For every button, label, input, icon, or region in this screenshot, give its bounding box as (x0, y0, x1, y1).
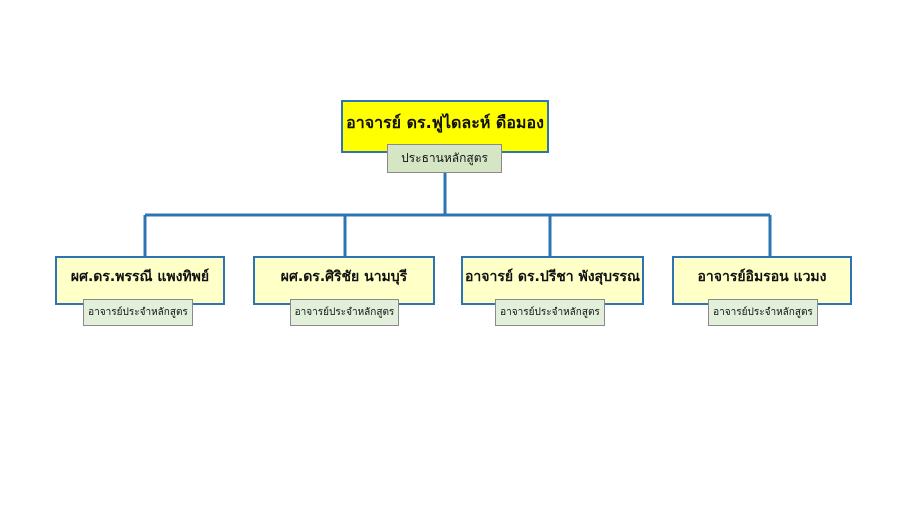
head-role-badge: ประธานหลักสูตร (387, 144, 502, 173)
member-name-4: อาจารย์อิมรอน แวมง (697, 268, 827, 285)
member-box-4: อาจารย์อิมรอน แวมง (672, 256, 852, 305)
member-name-3: อาจารย์ ดร.ปรีชา พังสุบรรณ (464, 268, 641, 285)
member-role-badge-1: อาจารย์ประจำหลักสูตร (83, 299, 193, 326)
member-box-2: ผศ.ดร.ศิริชัย นามบุรี (253, 256, 435, 305)
member-name-2: ผศ.ดร.ศิริชัย นามบุรี (280, 268, 408, 285)
member-name-1: ผศ.ดร.พรรณี แพงทิพย์ (70, 268, 210, 285)
member-role-4: อาจารย์ประจำหลักสูตร (713, 307, 813, 318)
member-role-badge-3: อาจารย์ประจำหลักสูตร (495, 299, 605, 326)
member-role-badge-2: อาจารย์ประจำหลักสูตร (290, 299, 399, 326)
member-role-3: อาจารย์ประจำหลักสูตร (500, 307, 600, 318)
member-box-1: ผศ.ดร.พรรณี แพงทิพย์ (55, 256, 225, 305)
member-role-1: อาจารย์ประจำหลักสูตร (88, 307, 188, 318)
member-role-2: อาจารย์ประจำหลักสูตร (294, 307, 395, 318)
member-role-badge-4: อาจารย์ประจำหลักสูตร (708, 299, 818, 326)
head-role: ประธานหลักสูตร (401, 151, 488, 165)
member-box-3: อาจารย์ ดร.ปรีชา พังสุบรรณ (461, 256, 644, 305)
head-name: อาจารย์ ดร.ฟูไดละห์ ดือมอง (346, 113, 544, 132)
